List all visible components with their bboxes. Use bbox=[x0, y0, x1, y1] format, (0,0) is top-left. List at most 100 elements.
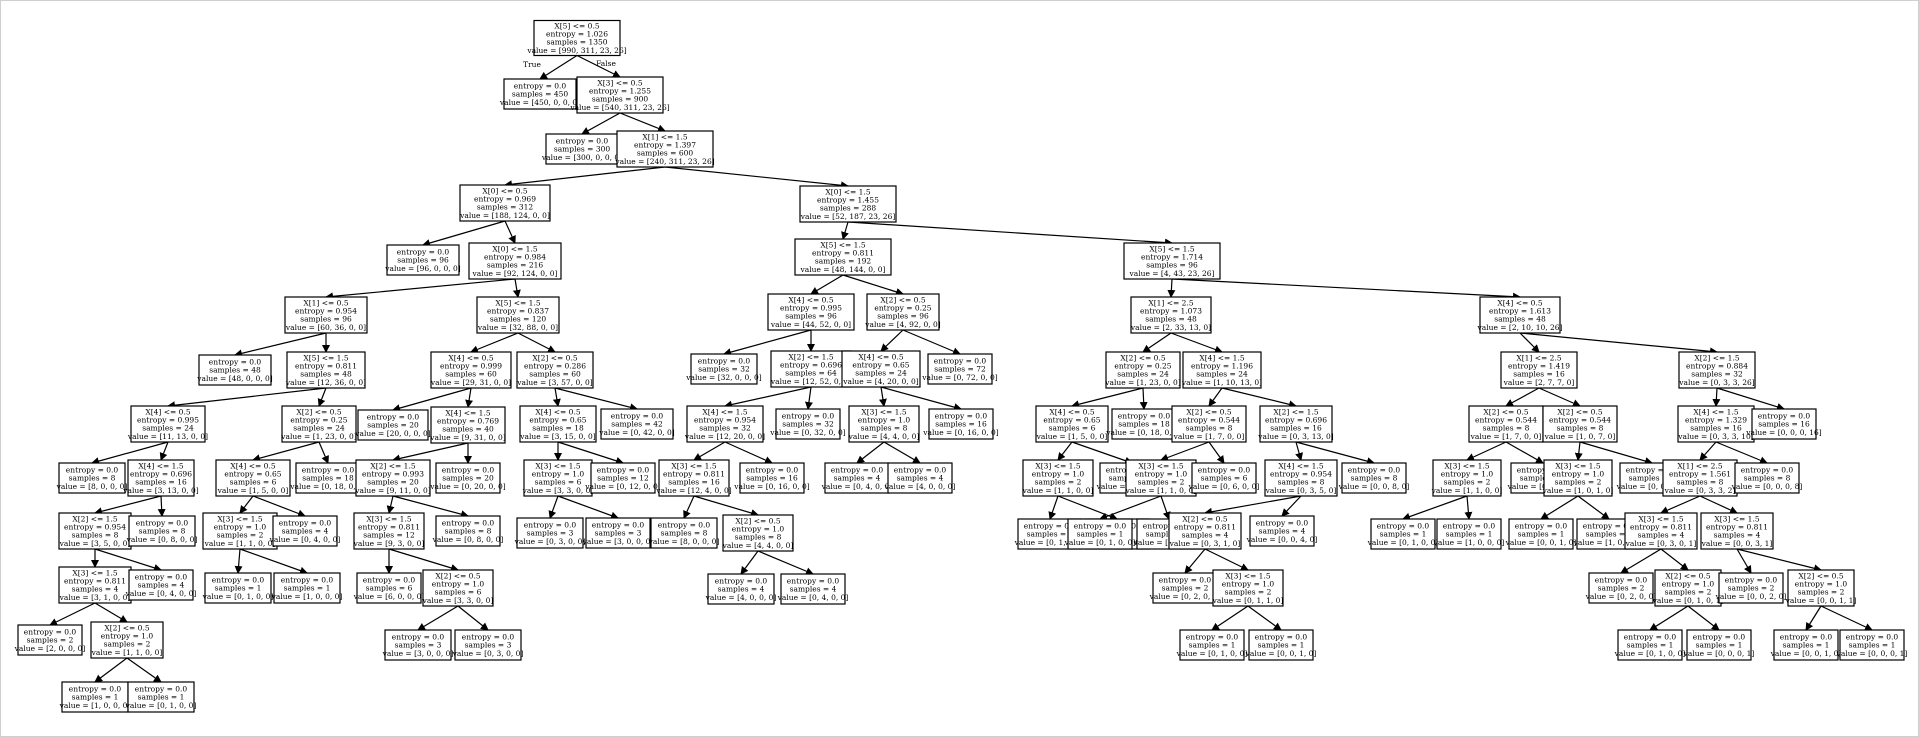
node-box bbox=[286, 351, 366, 389]
node-box bbox=[127, 459, 195, 497]
tree-edge bbox=[757, 550, 814, 575]
node-text-line: value = [12, 20, 0, 0] bbox=[684, 432, 765, 441]
node-box bbox=[928, 408, 994, 440]
node-box bbox=[1654, 569, 1722, 607]
tree-edge bbox=[126, 657, 162, 683]
node-text-line: value = [4, 92, 0, 0] bbox=[864, 320, 941, 329]
node-text-line: entropy = 0.0 bbox=[1159, 575, 1212, 584]
node-text-line: samples = 2 bbox=[1555, 478, 1602, 487]
node-text-line: X[0] <= 0.5 bbox=[482, 186, 527, 195]
node-text-line: X[3] <= 1.5 bbox=[1138, 461, 1183, 470]
tree-edge bbox=[723, 329, 812, 356]
node-text-line: samples = 6 bbox=[230, 478, 277, 487]
node-text-line: value = [1, 0, 0, 0] bbox=[1573, 538, 1645, 547]
node-text-line: entropy = 0.954 bbox=[1270, 470, 1332, 479]
node-text-line: X[4] <= 1.5 bbox=[702, 407, 747, 416]
node-text-line: samples = 16 bbox=[668, 478, 720, 487]
node-text-line: value = [0, 1, 0, 0] bbox=[1614, 649, 1686, 658]
node-text-line: X[2] <= 1.5 bbox=[1694, 353, 1739, 362]
tree-edge bbox=[576, 54, 621, 78]
node-text-line: samples = 2 bbox=[27, 636, 74, 645]
tree-edge bbox=[557, 441, 624, 465]
node-text-line: value = [0, 3, 13, 0] bbox=[1257, 432, 1334, 441]
node-text-line: value = [1, 1, 0, 0] bbox=[1431, 486, 1503, 495]
tree-edge bbox=[693, 495, 759, 517]
node-text-line: value = [0, 0, 6, 0] bbox=[1616, 482, 1688, 491]
node-text-line: value = [0, 3, 1, 0] bbox=[1169, 539, 1241, 548]
node-box bbox=[1035, 405, 1109, 443]
tree-edge bbox=[1247, 605, 1282, 631]
node-text-line: entropy = 0.0 bbox=[1515, 521, 1568, 530]
node-box bbox=[686, 405, 764, 443]
node-text-line: entropy = 0.65 bbox=[1043, 416, 1100, 425]
node-text-line: value = [0, 18, 0, 0] bbox=[289, 482, 366, 491]
node-text-line: entropy = 0.995 bbox=[137, 416, 199, 425]
node-text-line: entropy = 0.0 bbox=[611, 411, 664, 420]
tree-edge bbox=[517, 332, 556, 353]
node-box bbox=[1182, 351, 1262, 389]
node-text-line: X[4] <= 1.5 bbox=[138, 461, 183, 470]
node-text-line: samples = 1 bbox=[138, 693, 185, 702]
node-text-line: samples = 1 bbox=[284, 584, 331, 593]
node-box bbox=[1624, 512, 1698, 550]
node-text-line: value = [0, 16, 0, 0] bbox=[733, 482, 810, 491]
node-text-line: samples = 8 bbox=[1186, 424, 1233, 433]
node-text-line: value = [1, 23, 0, 0] bbox=[280, 432, 357, 441]
node-text-line: entropy = 0.0 bbox=[135, 684, 188, 693]
node-text-line: X[5] <= 1.5 bbox=[303, 353, 348, 362]
node-box bbox=[384, 629, 452, 661]
node-text-line: samples = 20 bbox=[442, 474, 494, 483]
node-text-line: samples = 2 bbox=[1728, 584, 1775, 593]
node-box bbox=[386, 244, 460, 276]
node-text-line: entropy = 1.0 bbox=[214, 523, 267, 532]
node-text-line: value = [0, 2, 0, 0] bbox=[1585, 592, 1657, 601]
tree-edge bbox=[552, 387, 561, 407]
node-text-line: entropy = 0.0 bbox=[782, 411, 835, 420]
node-text-line: X[4] <= 0.5 bbox=[145, 407, 190, 416]
tree-edge bbox=[94, 657, 128, 683]
tree-edge bbox=[1208, 387, 1223, 407]
node-text-line: value = [0, 1, 0, 1] bbox=[1652, 596, 1724, 605]
node-text-line: X[1] <= 2.5 bbox=[1148, 298, 1193, 307]
node-text-line: entropy = 0.0 bbox=[1583, 521, 1636, 530]
node-text-line: value = [1, 0, 0, 0] bbox=[1433, 538, 1505, 547]
node-text-line: samples = 24 bbox=[855, 369, 907, 378]
node-box bbox=[1111, 408, 1177, 440]
node-box bbox=[454, 629, 522, 661]
node-box bbox=[1067, 518, 1133, 550]
node-text-line: value = [2, 7, 7, 0] bbox=[1503, 378, 1575, 387]
node-text-line: X[3] <= 0.5 bbox=[597, 78, 642, 87]
node-text-line: samples = 4 bbox=[1714, 531, 1761, 540]
node-text-line: entropy = 0.696 bbox=[130, 470, 192, 479]
tree-edge bbox=[1204, 495, 1302, 516]
node-text-line: value = [8, 0, 0, 0] bbox=[56, 482, 128, 491]
node-text-line: samples = 40 bbox=[442, 425, 494, 434]
tree-edge bbox=[1736, 548, 1822, 573]
node-text-line: entropy = 0.0 bbox=[746, 465, 799, 474]
node-text-line: samples = 216 bbox=[487, 261, 544, 270]
node-text-line: entropy = 0.0 bbox=[556, 136, 609, 145]
node-text-line: samples = 288 bbox=[820, 204, 877, 213]
node-text-line: value = [3, 0, 0, 0] bbox=[582, 537, 654, 546]
node-text-line: entropy = 0.0 bbox=[698, 356, 751, 365]
node-text-line: entropy = 1.0 bbox=[1552, 470, 1605, 479]
node-text-line: value = [1, 1, 0, 0] bbox=[1125, 486, 1197, 495]
node-text-line: samples = 6 bbox=[1629, 474, 1676, 483]
tree-edge bbox=[1099, 495, 1162, 521]
tree-edges bbox=[49, 54, 1873, 683]
